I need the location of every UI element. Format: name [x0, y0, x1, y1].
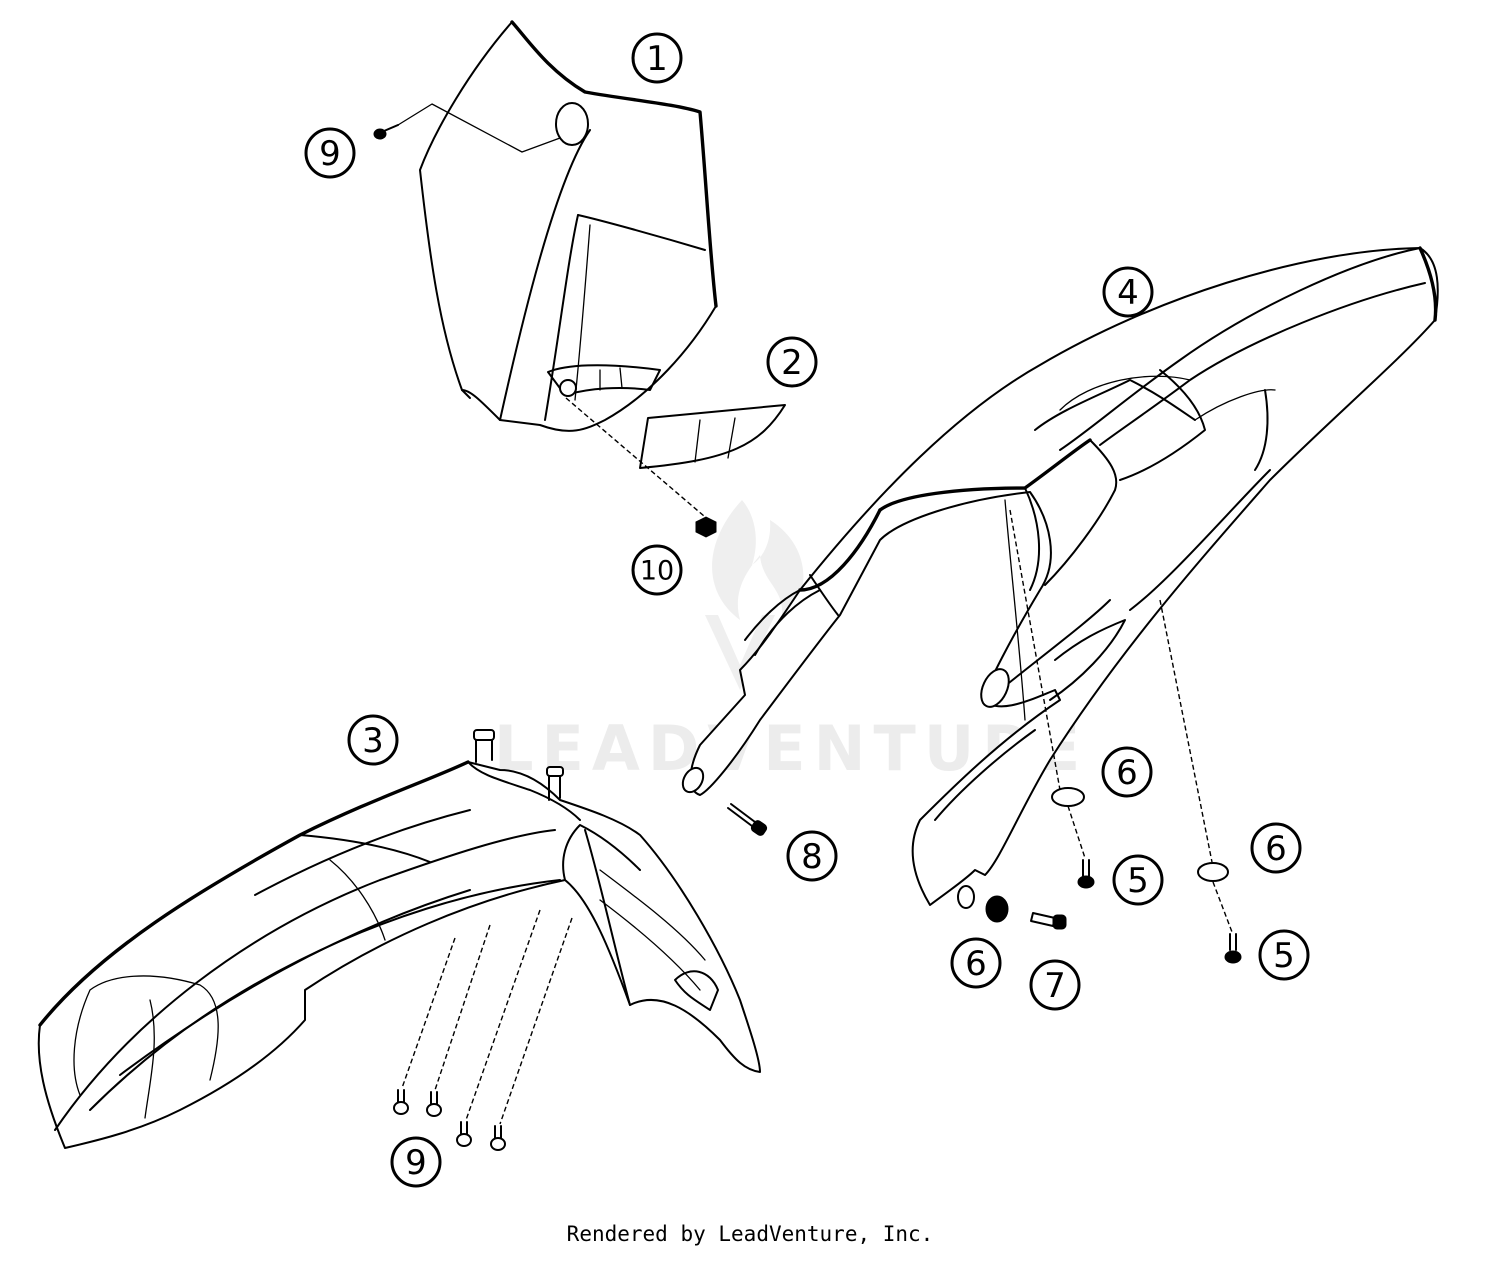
callout-6-right-label: 6 [1265, 829, 1287, 869]
callout-2-label: 2 [781, 343, 803, 383]
bolt-8 [727, 803, 768, 836]
bolt-7 [1030, 912, 1067, 930]
callout-4-label: 4 [1117, 273, 1139, 313]
callout-5-lower-label: 5 [1273, 936, 1295, 976]
part-rear-fender [681, 246, 1439, 909]
callout-1: 1 [631, 32, 683, 84]
screw-9-lower-3 [456, 1121, 472, 1147]
watermark-flame-logo [712, 500, 804, 625]
callout-6-lower-label: 6 [965, 944, 987, 984]
callout-5-upper: 5 [1112, 854, 1164, 906]
screw-5-lower [1224, 933, 1242, 964]
callout-5-upper-label: 5 [1127, 861, 1149, 901]
nut-10 [695, 516, 717, 538]
callout-9-upper-label: 9 [319, 134, 341, 174]
part-front-fender [37, 729, 761, 1149]
callout-2: 2 [766, 336, 818, 388]
callout-6-upper-label: 6 [1116, 753, 1138, 793]
callout-3: 3 [347, 714, 399, 766]
callout-3-label: 3 [362, 721, 384, 761]
callout-6-lower: 6 [950, 937, 1002, 989]
callout-6-upper: 6 [1101, 746, 1153, 798]
callout-7-label: 7 [1044, 966, 1066, 1006]
callout-5-lower: 5 [1258, 929, 1310, 981]
callout-10: 10 [631, 544, 683, 596]
screw-9-lower-1 [393, 1089, 409, 1115]
screw-9-upper [373, 124, 399, 140]
callout-9-lower: 9 [390, 1136, 442, 1188]
grommet-6-lower [985, 895, 1009, 923]
callout-9-upper: 9 [304, 127, 356, 179]
callout-8-label: 8 [801, 837, 823, 877]
render-credit: Rendered by LeadVenture, Inc. [566, 1222, 934, 1246]
callout-1-label: 1 [646, 39, 668, 79]
part-number-plate [419, 20, 718, 432]
screw-9-lower-4 [490, 1125, 506, 1151]
leader-lines [397, 103, 1233, 1125]
callout-8: 8 [786, 830, 838, 882]
screw-5-upper [1077, 859, 1095, 889]
watermark: LEADVENTURE [494, 500, 1080, 785]
part-decal [639, 404, 786, 469]
grommet-6-right [1197, 862, 1229, 882]
callout-10-label: 10 [640, 556, 674, 587]
callout-6-right: 6 [1250, 822, 1302, 874]
callout-7: 7 [1029, 959, 1081, 1011]
screw-9-lower-2 [426, 1091, 442, 1117]
hardware [373, 124, 1242, 1151]
callout-4: 4 [1102, 266, 1154, 318]
grommet-6-upper [1051, 787, 1085, 807]
watermark-v-logo [705, 615, 775, 690]
callout-9-lower-label: 9 [405, 1143, 427, 1183]
